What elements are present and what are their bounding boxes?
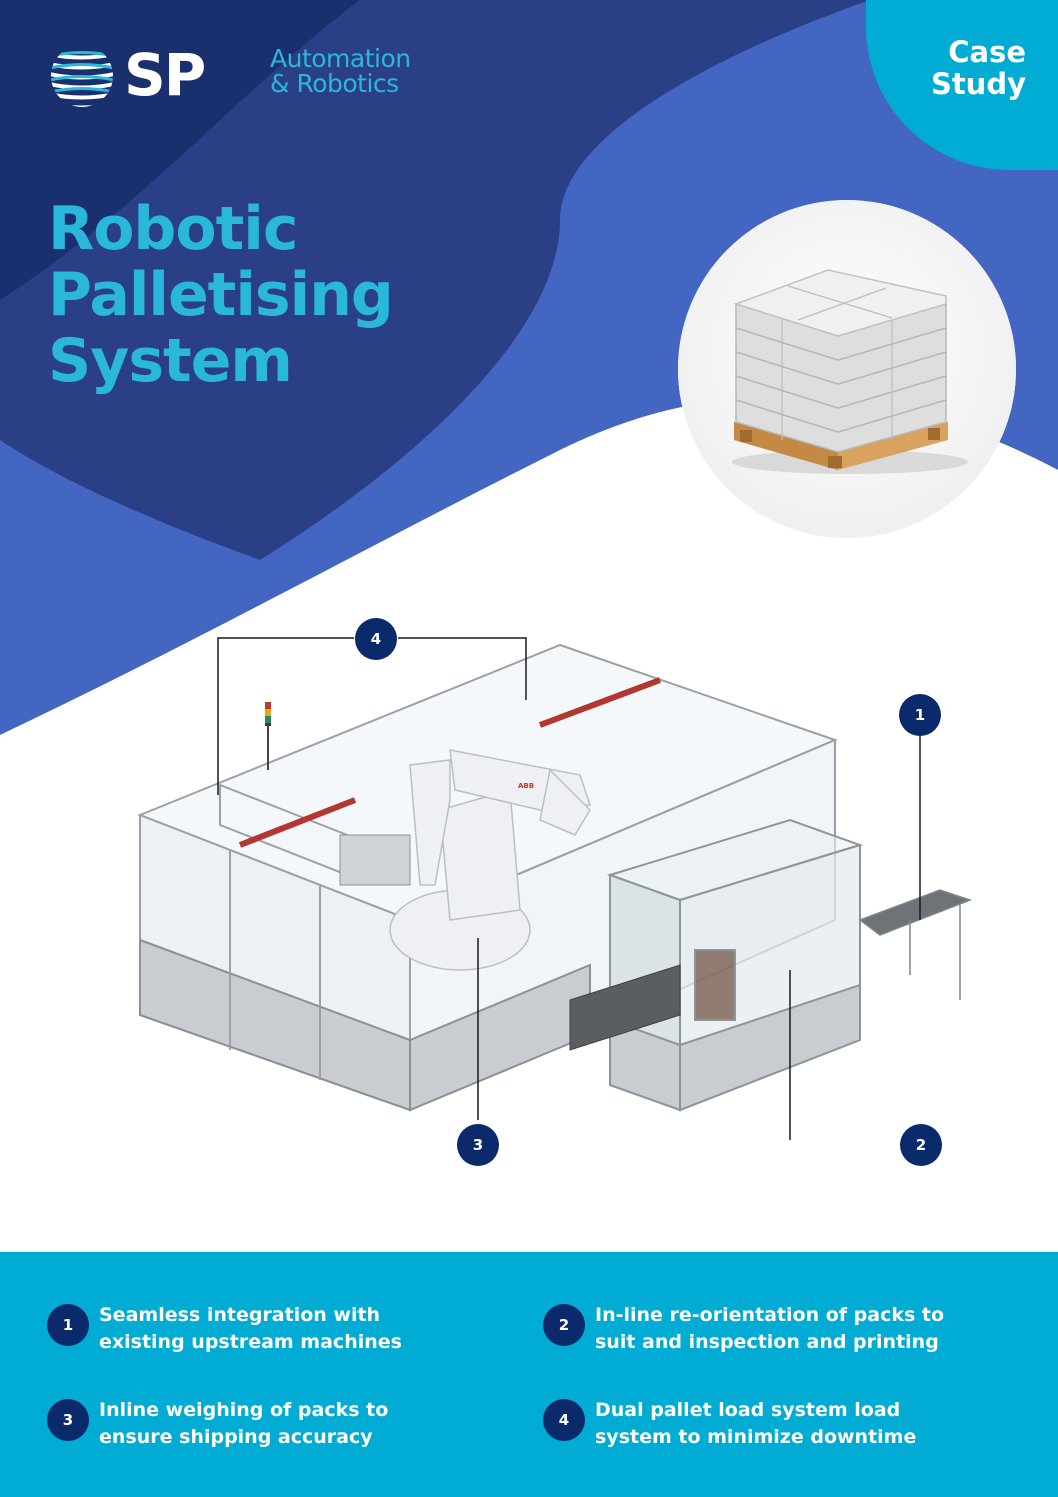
feature-text-4: Dual pallet load system load system to m… [595,1397,975,1451]
pallet-photo [678,200,1016,538]
feature-text-3: Inline weighing of packs to ensure shipp… [99,1397,479,1451]
callout-4: 4 [355,618,397,660]
brand-logo[interactable]: SP Automation & Robotics [46,40,446,110]
feature-3-line1: Inline weighing of packs to [99,1399,389,1421]
callout-1: 1 [899,694,941,736]
page-title: Robotic Palletising System [48,194,394,396]
feature-number-2: 2 [543,1304,585,1346]
feature-number-4: 4 [543,1399,585,1441]
feature-2-line1: In-line re-orientation of packs to [595,1304,945,1326]
title-line1: Robotic [48,194,298,264]
title-line2: Palletising [48,260,394,330]
logo-name: Automation & Robotics [270,46,411,96]
sack-pallet-image [678,200,1016,538]
feature-2-line2: suit and inspection and printing [595,1331,939,1353]
feature-3-line2: ensure shipping accuracy [99,1426,373,1448]
features-footer: 1 Seamless integration with existing ups… [0,1252,1058,1497]
feature-number-3: 3 [47,1399,89,1441]
logo-letters: SP [124,41,206,109]
case-study-line2: Study [930,67,1026,101]
callout-2: 2 [900,1124,942,1166]
abb-logo-text: ABB [518,782,534,790]
logo-name-line1: Automation [270,44,411,73]
case-study-line1: Case [948,35,1026,69]
feature-1-line1: Seamless integration with [99,1304,381,1326]
feature-text-1: Seamless integration with existing upstr… [99,1302,479,1356]
case-study-badge: Case Study [886,36,1026,100]
logo-name-line2: & Robotics [270,69,399,98]
feature-text-2: In-line re-orientation of packs to suit … [595,1302,975,1356]
globe-icon [51,51,113,107]
feature-number-1: 1 [47,1304,89,1346]
feature-4-line2: system to minimize downtime [595,1426,917,1448]
palletiser-machine-illustration: ABB [137,637,973,1140]
callout-3: 3 [457,1124,499,1166]
title-line3: System [48,326,293,396]
feature-1-line2: existing upstream machines [99,1331,402,1353]
feature-4-line1: Dual pallet load system load [595,1399,901,1421]
